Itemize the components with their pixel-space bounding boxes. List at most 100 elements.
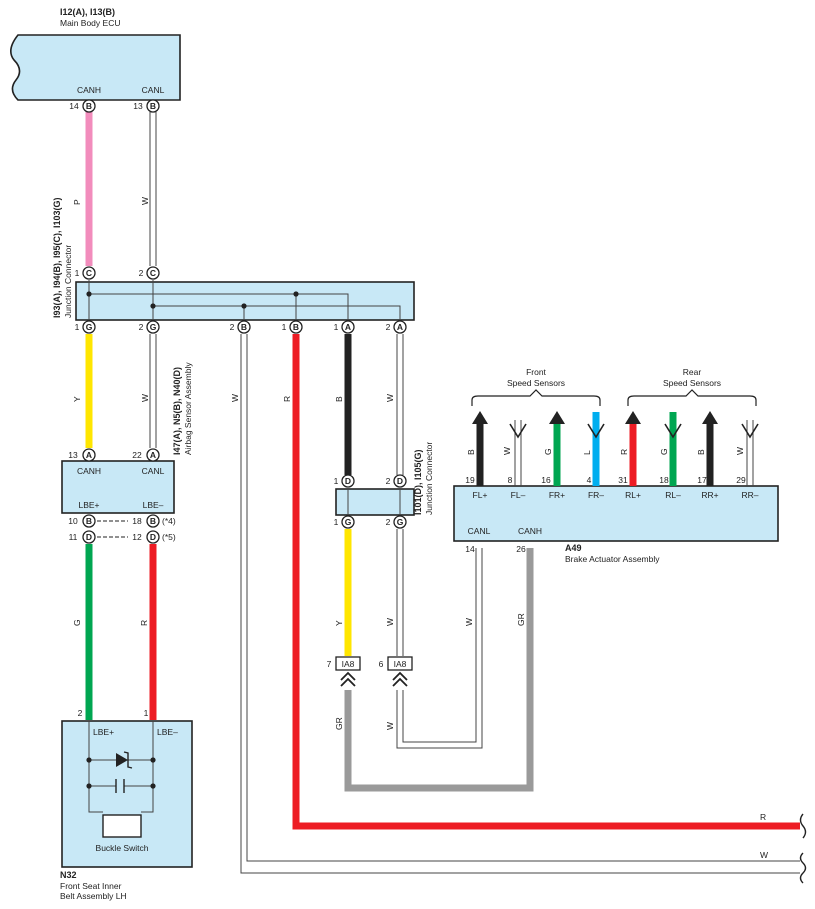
- wire-label-w-long: W: [230, 394, 240, 402]
- svg-text:RR–: RR–: [741, 490, 758, 500]
- svg-text:RR+: RR+: [701, 490, 718, 500]
- svg-text:G: G: [150, 322, 157, 332]
- ecu-pin-13-num: 13: [133, 101, 143, 111]
- wire-label-w-ia8: W: [385, 618, 395, 626]
- svg-text:18: 18: [659, 475, 669, 485]
- ecu-pin-14: B: [82, 99, 96, 113]
- seat-belt-box: [61, 720, 193, 868]
- svg-text:C: C: [150, 268, 156, 278]
- airbag-pin-22a: A: [146, 448, 160, 462]
- brake-canl: CANL: [468, 526, 491, 536]
- brake-pin-rl-plus: 31 RL+: [618, 475, 641, 500]
- svg-text:G: G: [86, 322, 93, 332]
- ia8-connector-6: [387, 656, 413, 671]
- airbag-note-4: (*4): [162, 516, 176, 526]
- jc-top-box: [75, 281, 415, 321]
- airbag-box: [61, 460, 175, 514]
- sensor-color-fl-plus: B: [466, 449, 476, 455]
- belt-lbe-minus: LBE–: [157, 727, 178, 737]
- svg-text:29: 29: [736, 475, 746, 485]
- ia8-label-7: IA8: [342, 659, 355, 669]
- front-sensors-brace: [471, 389, 601, 406]
- airbag-name: Airbag Sensor Assembly: [183, 362, 193, 455]
- rear-sensors-line1: Rear: [683, 367, 702, 377]
- brake-pin-fl-plus: 19 FL+: [465, 475, 487, 500]
- sensor-color-rl-minus: G: [659, 448, 669, 455]
- jc-top-pin-2a-num: 2: [386, 322, 391, 332]
- svg-text:A: A: [150, 450, 156, 460]
- wire-label-w-canl-1: W: [385, 722, 395, 730]
- jc-top-pin-1a: A: [341, 320, 355, 334]
- jc-mid-name: Junction Connector: [424, 442, 434, 515]
- svg-text:D: D: [86, 532, 92, 542]
- svg-text:31: 31: [618, 475, 628, 485]
- jc-mid-code: I101(D), I105(G): [413, 449, 423, 515]
- ecu-canl-label: CANL: [142, 85, 165, 95]
- jc-mid-pin-1d-num: 1: [334, 476, 339, 486]
- wire-label-r-long: R: [282, 396, 292, 402]
- ia8-pin-7: 7: [327, 659, 332, 669]
- wire-label-r-end: R: [760, 812, 766, 822]
- jc-mid-box: [335, 488, 415, 516]
- wire-label-g-belt: G: [72, 619, 82, 626]
- wire-label-w-ecu: W: [140, 197, 150, 205]
- buckle-switch-label: Buckle Switch: [96, 843, 149, 853]
- chevron-up-icon: [340, 671, 356, 681]
- ecu-canh-label: CANH: [77, 85, 101, 95]
- sensor-color-rr-minus: W: [735, 447, 745, 455]
- ecu-pin-14-num: 14: [69, 101, 79, 111]
- jc-top-pin-1b: B: [289, 320, 303, 334]
- svg-text:FR+: FR+: [549, 490, 565, 500]
- svg-text:B: B: [241, 322, 247, 332]
- brake-pin-fr-minus: 4 FR–: [587, 475, 605, 500]
- svg-text:B: B: [86, 516, 92, 526]
- belt-pin-2: 2: [78, 708, 83, 718]
- svg-text:A: A: [345, 322, 351, 332]
- ia8-pin-6: 6: [379, 659, 384, 669]
- sensor-color-fr-plus: G: [543, 448, 553, 455]
- brake-name: Brake Actuator Assembly: [565, 554, 660, 564]
- svg-text:4: 4: [587, 475, 592, 485]
- main-body-ecu-box: [10, 34, 181, 101]
- jc-top-name: Junction Connector: [63, 245, 73, 318]
- jc-top-pin-2g-num: 2: [139, 322, 144, 332]
- front-sensors-line2: Speed Sensors: [507, 378, 565, 388]
- jc-mid-pin-2d-num: 2: [386, 476, 391, 486]
- brake-pin-26: 26: [516, 544, 526, 554]
- svg-text:D: D: [397, 476, 403, 486]
- wire-red-long: [292, 334, 800, 830]
- wire-label-p: P: [72, 199, 82, 205]
- wire-label-gr-2: GR: [516, 613, 526, 626]
- wire-label-b-jc: B: [334, 396, 344, 402]
- jc-top-pin-1g-num: 1: [75, 322, 80, 332]
- wire-label-w-canl-2: W: [464, 618, 474, 626]
- jc-mid-pin-2g-num: 2: [386, 517, 391, 527]
- seat-belt-line2: Belt Assembly LH: [60, 891, 127, 901]
- airbag-pin-18b: B: [146, 514, 160, 528]
- svg-text:A: A: [397, 322, 403, 332]
- airbag-pin-13-num: 13: [68, 450, 78, 460]
- svg-text:RL+: RL+: [625, 490, 641, 500]
- chevron-up-icon: [392, 671, 408, 681]
- wire-white-canl: [402, 548, 477, 743]
- svg-text:RL–: RL–: [665, 490, 681, 500]
- front-sensors-line1: Front: [526, 367, 546, 377]
- jc-top-pin-2c-num: 2: [139, 268, 144, 278]
- belt-lbe-plus: LBE+: [93, 727, 114, 737]
- wire-white-long: [240, 334, 800, 874]
- seat-belt-code: N32: [60, 870, 77, 880]
- svg-text:17: 17: [697, 475, 707, 485]
- svg-text:8: 8: [508, 475, 513, 485]
- jc-mid-pin-2d: D: [393, 474, 407, 488]
- airbag-canl: CANL: [142, 466, 165, 476]
- svg-text:G: G: [345, 517, 352, 527]
- buckle-switch-icon: [102, 814, 142, 838]
- airbag-pin-12d: D: [146, 530, 160, 544]
- wire-label-y-1: Y: [72, 396, 82, 402]
- jc-top-pin-1b-num: 1: [282, 322, 287, 332]
- airbag-code: I47(A), N5(B), N40(D): [172, 367, 182, 455]
- brake-actuator-box: [453, 485, 779, 542]
- wire-label-w-2: W: [140, 394, 150, 402]
- svg-text:A: A: [86, 450, 92, 460]
